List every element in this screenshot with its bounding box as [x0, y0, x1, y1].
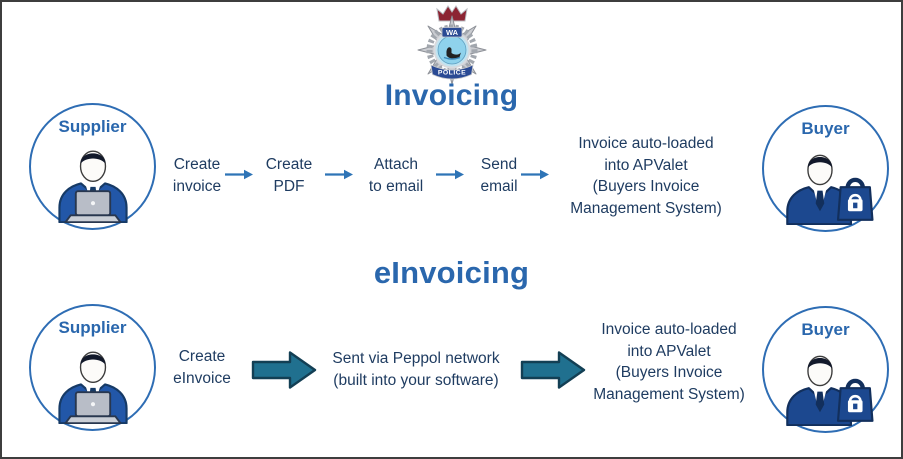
badge-banner-top: WA: [445, 28, 458, 37]
buyer-shopping-bag-icon: [777, 340, 875, 426]
crown-icon: [435, 5, 468, 22]
invoicing-title: Invoicing: [384, 79, 519, 112]
flow-arrow-icon: [325, 169, 353, 180]
step-create-invoice: Create invoice: [172, 156, 222, 195]
step-send-email: Send email: [480, 156, 518, 195]
einvoicing-result-text: Invoice auto-loaded into APValet (Buyers…: [593, 321, 745, 403]
flow-arrow-icon: [225, 169, 253, 180]
wa-police-badge-icon: WA POLICE: [417, 5, 486, 84]
step-attach-to-email: Attach to email: [368, 156, 424, 195]
step-create-einvoice: Create eInvoice: [173, 348, 231, 387]
flow-arrow-icon: [436, 169, 464, 180]
buyer-circle-invoicing: Buyer: [762, 105, 889, 232]
supplier-label: Supplier: [58, 117, 127, 136]
badge-banner-bottom: POLICE: [437, 70, 465, 77]
block-arrow-icon: [251, 351, 317, 389]
invoicing-result-text: Invoice auto-loaded into APValet (Buyers…: [570, 135, 722, 217]
einvoicing-title: eInvoicing: [373, 255, 530, 290]
buyer-label: Buyer: [801, 320, 850, 339]
supplier-label: Supplier: [58, 318, 127, 337]
supplier-laptop-icon: [57, 351, 128, 424]
buyer-shopping-bag-icon: [777, 139, 875, 225]
supplier-circle-einvoicing: Supplier: [29, 304, 156, 431]
flow-arrow-icon: [521, 169, 549, 180]
buyer-circle-einvoicing: Buyer: [762, 306, 889, 433]
peppol-network-text: Sent via Peppol network (built into your…: [332, 350, 500, 389]
block-arrow-icon: [520, 351, 586, 389]
swan-icon: [445, 47, 461, 59]
supplier-circle-invoicing: Supplier: [29, 103, 156, 230]
step-create-pdf: Create PDF: [265, 156, 313, 195]
supplier-laptop-icon: [57, 150, 128, 223]
buyer-label: Buyer: [801, 119, 850, 138]
